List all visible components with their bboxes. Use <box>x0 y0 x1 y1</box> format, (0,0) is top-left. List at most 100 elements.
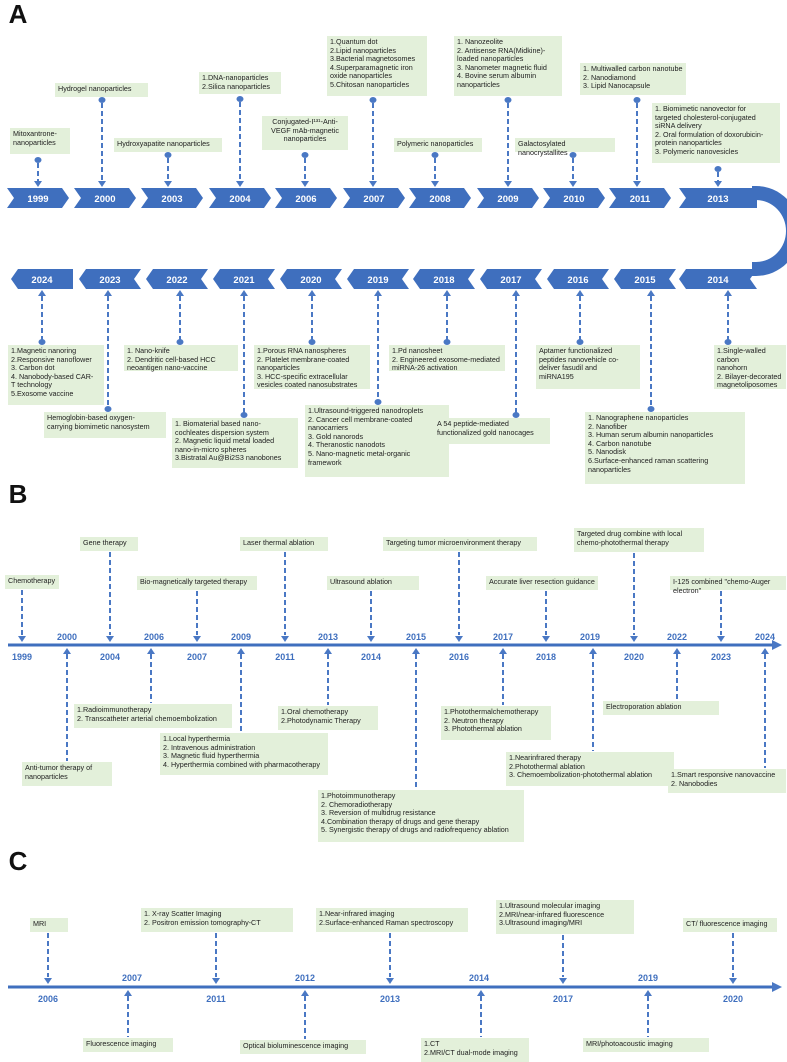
b-connector-arrow <box>499 648 507 654</box>
b-year-label: 2016 <box>449 652 469 662</box>
c-connector-arrow <box>729 978 737 984</box>
a-bottom-event-box: Hemoglobin-based oxygen- carrying biomim… <box>44 412 166 438</box>
b-event-box: 1.Local hyperthermia 2. Intravenous admi… <box>160 733 328 775</box>
c-year-label: 2017 <box>553 994 573 1004</box>
b-year-label: 2014 <box>361 652 381 662</box>
a-bottom-year-label: 2015 <box>634 275 656 286</box>
a-bottom-event-box: 1.Porous RNA nanospheres 2. Platelet mem… <box>254 345 370 389</box>
c-connector-arrow <box>477 990 485 996</box>
a-top-year-label: 2009 <box>497 194 518 205</box>
a-top-chevron <box>409 188 471 208</box>
b-connector-arrow <box>367 636 375 642</box>
b-event-box: Accurate liver resection guidance <box>486 576 598 590</box>
a-top-event-box: Hydroxyapatite nanoparticles <box>114 138 222 152</box>
a-top-chevron <box>679 188 757 208</box>
a-top-connector-arrow <box>34 181 42 187</box>
b-connector-arrow <box>193 636 201 642</box>
a-bottom-year-label: 2019 <box>367 275 388 286</box>
a-bottom-event-box: 1.Pd nanosheet 2. Engineered exosome-med… <box>389 345 505 372</box>
a-top-chevron <box>7 188 69 208</box>
a-top-event-box: Conjugated-I¹³¹-Anti- VEGF mAb-magnetic … <box>262 116 348 150</box>
b-year-label: 2009 <box>231 632 251 642</box>
a-bottom-year-label: 2024 <box>31 275 53 286</box>
a-bottom-connector-dot <box>512 412 520 418</box>
b-event-box: 1.Oral chemotherapy 2.Photodynamic Thera… <box>278 706 378 730</box>
b-event-box: 1.Nearinfrared therapy 2.Photothermal ab… <box>506 752 674 786</box>
a-top-connector-dot <box>569 152 577 158</box>
a-bottom-year-label: 2022 <box>166 275 187 286</box>
b-connector-arrow <box>412 648 420 654</box>
b-event-box: Anti-tumor therapy of nanoparticles <box>22 762 112 786</box>
c-connector-arrow <box>644 990 652 996</box>
a-top-event-box: Galactosylated nanocrystallites <box>515 138 615 156</box>
a-bottom-event-box: A 54 peptide-mediated functionalized gol… <box>434 418 550 444</box>
a-bottom-event-box: 1.Magnetic nanoring 2.Responsive nanoflo… <box>8 345 104 405</box>
a-bottom-year-label: 2020 <box>300 275 321 286</box>
b-year-label: 2015 <box>406 632 426 642</box>
b-year-label: 2013 <box>318 632 338 642</box>
a-bottom-connector-dot <box>443 339 451 345</box>
a-top-year-label: 2011 <box>630 194 651 205</box>
a-bottom-connector-arrow <box>647 290 655 296</box>
a-top-event-box: 1. Multiwalled carbon nanotube 2. Nanodi… <box>580 63 686 95</box>
a-top-event-box: 1.DNA-nanoparticles 2.Silica nanoparticl… <box>199 72 281 94</box>
b-event-box: Bio-magnetically targeted therapy <box>137 576 257 590</box>
a-bottom-connector-dot <box>308 339 316 345</box>
a-top-chevron <box>477 188 539 208</box>
a-bottom-connector-dot <box>104 406 112 412</box>
a-bottom-year-label: 2014 <box>707 275 729 286</box>
a-bottom-event-box: 1. Nanographene nanoparticles 2. Nanofib… <box>585 412 745 484</box>
c-year-label: 2006 <box>38 994 58 1004</box>
a-bottom-chevron <box>614 269 676 289</box>
b-connector-arrow <box>237 648 245 654</box>
a-top-connector-dot <box>301 152 309 158</box>
a-top-connector-arrow <box>236 181 244 187</box>
c-connector-arrow <box>559 978 567 984</box>
c-connector-arrow <box>212 978 220 984</box>
a-bottom-chevron <box>280 269 342 289</box>
b-connector-arrow <box>106 636 114 642</box>
c-event-box: 1. X-ray Scatter Imaging 2. Positron emi… <box>141 908 293 932</box>
a-top-year-label: 2000 <box>94 194 115 205</box>
a-top-connector-arrow <box>504 181 512 187</box>
c-year-label: 2007 <box>122 973 142 983</box>
a-bottom-connector-arrow <box>308 290 316 296</box>
a-bottom-connector-dot <box>724 339 732 345</box>
a-bottom-event-box: 1.Single-walled carbon nanohorn 2. Bilay… <box>714 345 786 389</box>
b-event-box: Laser thermal ablation <box>240 537 328 551</box>
c-event-box: CT/ fluorescence imaging <box>683 918 777 932</box>
a-top-event-box: 1. Biomimetic nanovector for targeted ch… <box>652 103 780 163</box>
panel-label-c: C <box>9 846 28 876</box>
a-bottom-year-label: 2021 <box>233 275 255 286</box>
a-top-connector-arrow <box>164 181 172 187</box>
b-event-box: 1.Photoimmunotherapy 2. Chemoradiotherap… <box>318 790 524 842</box>
b-year-label: 2006 <box>144 632 164 642</box>
a-bottom-connector-arrow <box>724 290 732 296</box>
a-top-connector-dot <box>431 152 439 158</box>
a-bottom-chevron <box>11 269 73 289</box>
a-top-connector-arrow <box>98 181 106 187</box>
b-connector-arrow <box>63 648 71 654</box>
a-top-event-box: Polymeric nanoparticles <box>394 138 482 152</box>
c-year-label: 2012 <box>295 973 315 983</box>
b-connector-arrow <box>18 636 26 642</box>
a-bottom-chevron <box>347 269 409 289</box>
c-year-label: 2011 <box>206 994 226 1004</box>
a-top-event-box: 1. Nanozeolite 2. Antisense RNA(Midkine)… <box>454 36 562 96</box>
c-event-box: Optical bioluminescence imaging <box>240 1040 366 1054</box>
a-top-year-label: 2008 <box>429 194 450 205</box>
b-event-box: Targeting tumor microenvironment therapy <box>383 537 537 551</box>
b-axis-arrowhead <box>772 640 782 650</box>
a-top-connector-dot <box>236 96 244 102</box>
b-year-label: 2017 <box>493 632 513 642</box>
a-top-year-label: 2003 <box>161 194 182 205</box>
c-event-box: MRI/photoacoustic imaging <box>583 1038 709 1052</box>
c-connector-arrow <box>124 990 132 996</box>
b-year-label: 2020 <box>624 652 644 662</box>
a-top-chevron <box>343 188 405 208</box>
a-top-chevron <box>275 188 337 208</box>
a-bottom-year-label: 2023 <box>99 275 120 286</box>
b-event-box: Ultrasound ablation <box>327 576 419 590</box>
b-year-label: 1999 <box>12 652 32 662</box>
